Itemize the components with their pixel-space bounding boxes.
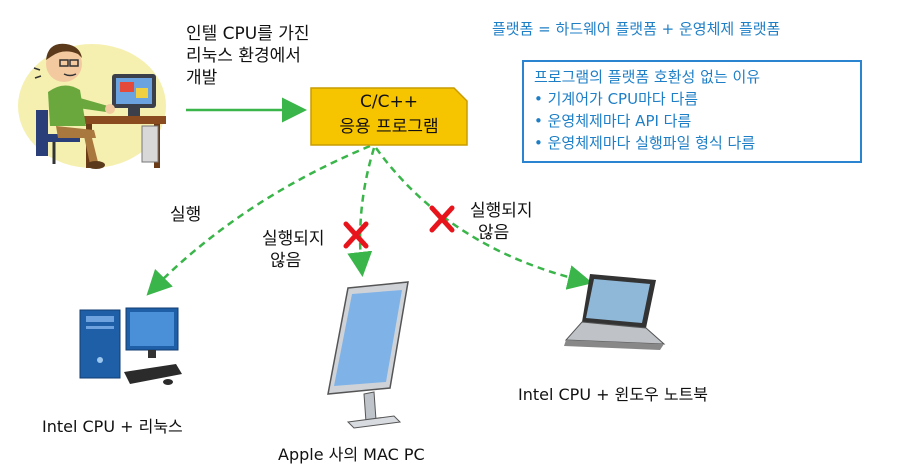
developer-label-line: 인텔 CPU를 가진 — [186, 24, 310, 44]
mac-pc — [318, 281, 414, 432]
developer-label: 인텔 CPU를 가진 리눅스 환경에서 개발 — [186, 23, 310, 89]
program-box-shape — [310, 87, 468, 146]
device-label-mac: Apple 사의 MAC PC — [278, 445, 425, 464]
x-mark-icon — [429, 205, 455, 233]
incompatibility-reasons-box: 프로그램의 플랫폼 호환성 없는 이유 • 기계어가 CPU마다 다름 • 운영… — [522, 60, 862, 163]
x-mark-icon — [343, 221, 369, 249]
device-label-linux: Intel CPU + 리눅스 — [42, 417, 183, 436]
desktop-computer-icon — [79, 307, 182, 385]
device-label-laptop: Intel CPU + 윈도우 노트북 — [518, 385, 709, 404]
dashed-arrow-mac — [347, 147, 376, 277]
info-box-item: • 기계어가 CPU마다 다름 — [534, 90, 699, 108]
dashed-arrow-laptop — [374, 147, 593, 290]
edge-label-laptop: 실행되지 않음 — [470, 200, 533, 244]
edge-label-line: 않음 — [478, 223, 510, 243]
edge-label-mac: 실행되지 않음 — [262, 228, 325, 272]
info-box-item: • 운영체제마다 API 다름 — [534, 112, 692, 130]
info-box-item: • 운영체제마다 실행파일 형식 다름 — [534, 134, 756, 152]
developer-illustration — [14, 14, 174, 174]
windows-laptop — [560, 270, 668, 358]
apple-monitor-icon — [327, 281, 409, 429]
edge-label-line: 않음 — [270, 251, 302, 271]
info-box-title: 프로그램의 플랫폼 호환성 없는 이유 — [534, 68, 761, 86]
program-line: C/C++ — [360, 92, 418, 112]
platform-formula: 플랫폼 = 하드웨어 플랫폼 + 운영체제 플랫폼 — [492, 20, 781, 38]
laptop-icon — [564, 274, 666, 350]
dashed-arrow-linux — [146, 144, 371, 296]
program-line: 응용 프로그램 — [339, 117, 439, 137]
edge-label-linux: 실행 — [170, 205, 202, 225]
developer-label-line: 개발 — [186, 68, 218, 88]
developer-at-desk-icon — [18, 43, 166, 169]
edge-label-line: 실행되지 — [262, 229, 325, 249]
linux-desktop — [76, 300, 186, 396]
cpp-program-box: C/C++ 응용 프로그램 — [310, 87, 468, 146]
developer-label-line: 리눅스 환경에서 — [186, 46, 301, 66]
edge-label-line: 실행되지 — [470, 201, 533, 221]
